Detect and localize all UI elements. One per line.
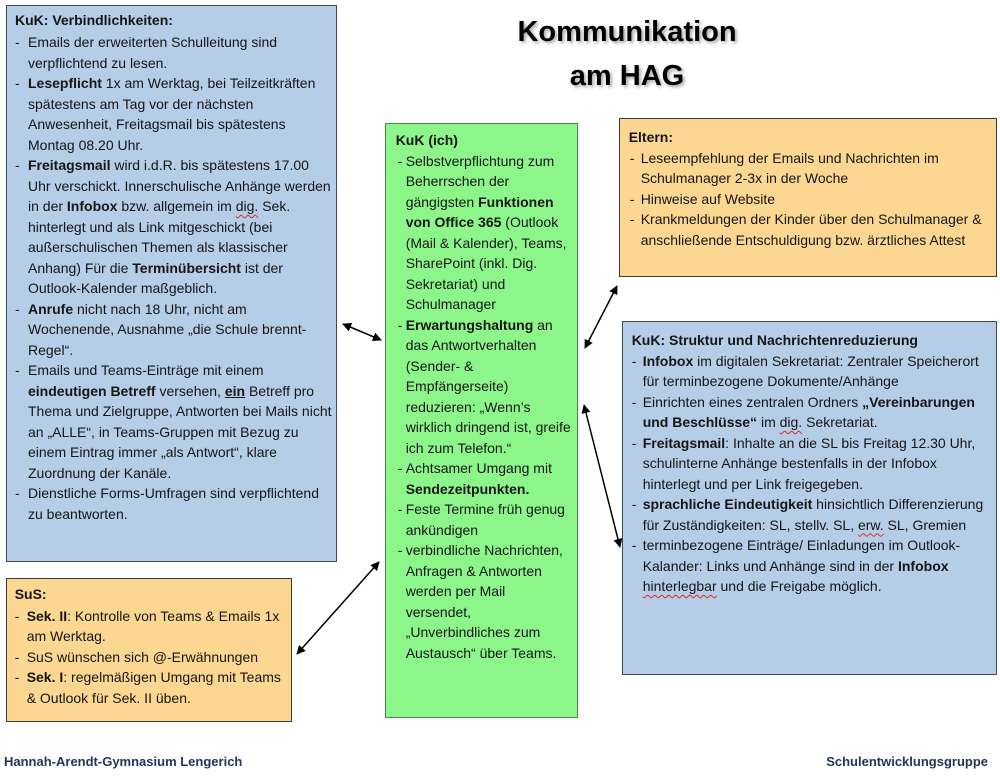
box-heading: Eltern: — [628, 128, 674, 145]
list-item: Freitagsmail wird i.d.R. bis spätestens … — [15, 155, 332, 299]
list-item: sprachliche Eindeutigkeit hinsichtlich D… — [632, 494, 993, 535]
bold-text: Infobox — [642, 352, 694, 369]
list-item: Erwartungshaltung an das Antwortverhalte… — [398, 315, 574, 459]
text-segment: SL, Gremien — [883, 516, 967, 533]
text-segment: Leseempfehlung der Emails und Nachrichte… — [640, 149, 939, 187]
list-item: Anrufe nicht nach 18 Uhr, nicht am Woche… — [15, 299, 332, 361]
bold-text: ein — [224, 382, 246, 399]
text-segment: dig. — [779, 414, 803, 430]
text-segment: versehen, — [155, 382, 225, 399]
box-heading: KuK (ich) — [395, 131, 458, 148]
text-segment: Hinweise auf Website — [640, 190, 776, 207]
list-item: Selbstverpflichtung zum Beherrschen der … — [398, 151, 574, 315]
list-item: Feste Termine früh genug ankündigen — [398, 499, 574, 540]
bold-text: Sendezeitpunkten. — [405, 480, 530, 497]
box-list: Emails der erweiterten Schulleitung sind… — [15, 32, 332, 524]
text-segment: 1x am Werktag, bei Teilzeitkräften späte… — [28, 75, 316, 153]
box-heading: KuK: Verbindlichkeiten: — [15, 11, 173, 28]
text-segment: Einrichten eines zentralen Ordners — [642, 393, 863, 410]
text-segment: ist der Outlook-Kalender maßgeblich. — [28, 259, 283, 297]
bold-text: Freitagsmail — [28, 157, 111, 173]
text-segment: hinterlegbar — [642, 578, 717, 594]
footer-school-name: Hannah-Arendt-Gymnasium Lengerich — [4, 754, 243, 769]
text-segment: im — [757, 414, 780, 430]
box-kuk-struktur: KuK: Struktur und Nachrichtenreduzierung… — [622, 321, 997, 675]
bold-text: Freitagsmail — [642, 434, 726, 451]
box-list: Selbstverpflichtung zum Beherrschen der … — [398, 151, 574, 664]
list-item: Lesepflicht 1x am Werktag, bei Teilzeitk… — [15, 73, 332, 155]
bold-text: eindeutigen Betreff — [28, 382, 156, 399]
list-item: Freitagsmail: Inhalte an die SL bis Frei… — [632, 433, 993, 495]
text-segment: (Outlook (Mail & Kalender), Teams, Share… — [405, 214, 567, 312]
text-segment: Dienstliche Forms-Umfragen sind verpflic… — [28, 485, 319, 522]
arrow-ich-eltern — [584, 285, 618, 349]
list-item: Emails der erweiterten Schulleitung sind… — [15, 32, 332, 73]
list-item: verbindliche Nachrichten, Anfragen & Ant… — [398, 540, 574, 663]
text-segment: hinsichtlich Differenzierung für Zuständ… — [642, 496, 984, 533]
text-segment: und die Freigabe möglich. — [716, 578, 882, 594]
box-eltern: Eltern: Leseempfehlung der Emails und Na… — [619, 118, 997, 277]
text-segment: Emails der erweiterten Schulleitung sind… — [28, 34, 278, 71]
bold-text: Erwartungshaltung — [405, 316, 534, 333]
list-item: terminbezogene Einträge/ Einladungen im … — [632, 535, 993, 597]
text-segment: : Inhalte an die SL bis Freitag 12.30 Uh… — [642, 434, 976, 492]
text-segment: bzw. allgemein im — [117, 198, 236, 214]
list-item: Krankmeldungen der Kinder über den Schul… — [630, 209, 992, 250]
page-title: Kommunikation am HAG — [477, 10, 777, 98]
bold-text: Lesepflicht — [28, 75, 102, 91]
arrow-ich-struktur — [581, 404, 623, 548]
text-segment: SuS wünschen sich @-Erwähnungen — [26, 648, 259, 665]
title-line-2: am HAG — [569, 60, 685, 92]
box-kuk-verbindlichkeiten: KuK: Verbindlichkeiten: Emails der erwei… — [6, 5, 337, 562]
bold-text: Infobox — [897, 557, 949, 574]
text-segment: Selbstverpflichtung zum Beherrschen der … — [405, 152, 555, 210]
list-item: Sek. II: Kontrolle von Teams & Emails 1x… — [15, 606, 287, 647]
list-item: Leseempfehlung der Emails und Nachrichte… — [630, 148, 992, 189]
bold-text: „Vereinbarungen und Beschlüsse“ — [642, 393, 975, 431]
text-segment: verbindliche Nachrichten, Anfragen & Ant… — [405, 542, 563, 661]
text-segment: terminbezogene Einträge/ Einladungen im … — [642, 537, 961, 574]
text-segment: an das Antwortverhalten (Sender- & Empfä… — [405, 316, 571, 456]
bold-text: sprachliche Eindeutigkeit — [642, 496, 813, 512]
text-segment: Feste Termine früh genug ankündigen — [405, 501, 565, 538]
text-segment: : Kontrolle von Teams & Emails 1x am Wer… — [26, 607, 280, 645]
box-list: Sek. II: Kontrolle von Teams & Emails 1x… — [15, 606, 287, 709]
arrow-ich-sus — [296, 561, 380, 655]
list-item: Dienstliche Forms-Umfragen sind verpflic… — [15, 483, 332, 524]
text-segment: Sekretariat. — [802, 414, 878, 430]
text-segment: im digitalen Sekretariat: Zentraler Spei… — [642, 352, 979, 390]
bold-text: Sek. II — [26, 607, 68, 624]
text-segment: : regelmäßigen Umgang mit Teams & Outloo… — [26, 669, 281, 706]
text-segment: dig. — [235, 198, 259, 214]
text-segment: Betreff pro Thema und Zielgruppe, Antwor… — [28, 382, 332, 481]
box-heading: SuS: — [14, 585, 47, 602]
box-list: Leseempfehlung der Emails und Nachrichte… — [630, 148, 992, 251]
bold-text: Infobox — [66, 198, 118, 214]
box-heading: KuK: Struktur und Nachrichtenreduzierung — [631, 331, 918, 348]
bold-text: Terminübersicht — [132, 259, 241, 276]
list-item: Hinweise auf Website — [630, 189, 992, 210]
text-segment: erw. — [857, 516, 884, 533]
bold-text: Funktionen von Office 365 — [405, 193, 554, 231]
list-item: Infobox im digitalen Sekretariat: Zentra… — [632, 351, 993, 392]
footer-group-name: Schulentwicklungsgruppe — [826, 754, 988, 769]
list-item: Einrichten eines zentralen Ordners „Vere… — [632, 392, 993, 433]
text-segment: nicht nach 18 Uhr, nicht am Wochenende, … — [28, 300, 307, 358]
text-segment: Emails und Teams-Einträge mit einem — [28, 362, 264, 378]
text-segment: wird i.d.R. bis spätestens 17.00 Uhr ver… — [28, 157, 331, 214]
text-segment: Sek. hinterlegt und als Link mitgeschick… — [28, 198, 291, 276]
list-item: Achtsamer Umgang mit Sendezeitpunkten. — [398, 458, 574, 499]
list-item: Emails und Teams-Einträge mit einem eind… — [15, 360, 332, 483]
bold-text: Sek. I — [26, 669, 64, 685]
arrow-verbindlichkeiten-ich — [342, 322, 382, 342]
title-line-1: Kommunikation — [517, 16, 737, 48]
text-segment: Krankmeldungen der Kinder über den Schul… — [640, 211, 982, 248]
bold-text: Anrufe — [28, 300, 74, 317]
list-item: Sek. I: regelmäßigen Umgang mit Teams & … — [15, 667, 287, 708]
box-sus: SuS: Sek. II: Kontrolle von Teams & Emai… — [6, 578, 292, 722]
list-item: SuS wünschen sich @-Erwähnungen — [15, 647, 287, 668]
text-segment: Achtsamer Umgang mit — [405, 460, 552, 476]
box-kuk-ich: KuK (ich) Selbstverpflichtung zum Beherr… — [385, 123, 578, 718]
box-list: Infobox im digitalen Sekretariat: Zentra… — [632, 351, 993, 597]
